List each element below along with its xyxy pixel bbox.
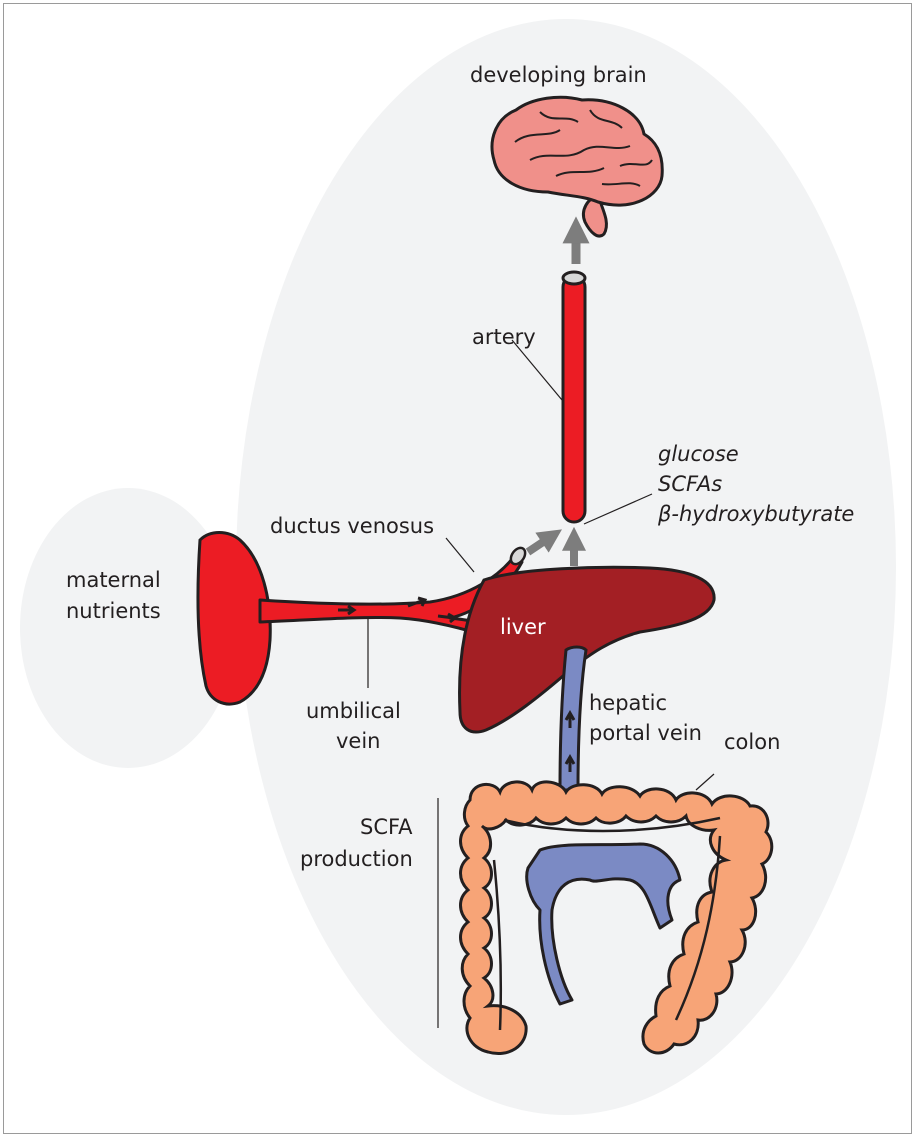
label-portal-vein: portal vein <box>589 721 702 745</box>
label-colon: colon <box>724 730 780 754</box>
label-production: production <box>300 847 413 871</box>
label-umbilical: umbilical <box>306 699 401 723</box>
label-scfas: SCFAs <box>658 472 722 496</box>
label-glucose: glucose <box>658 442 739 466</box>
label-developing-brain: developing brain <box>470 63 647 87</box>
label-ductus-venosus: ductus venosus <box>270 514 434 538</box>
label-vein: vein <box>336 729 381 753</box>
label-beta-hydroxybutyrate: β-hydroxybutyrate <box>657 502 854 526</box>
label-hepatic: hepatic <box>589 691 667 715</box>
artery-vessel <box>563 272 585 522</box>
label-artery: artery <box>472 325 536 349</box>
label-nutrients: nutrients <box>66 599 161 623</box>
label-liver: liver <box>500 615 546 639</box>
label-maternal: maternal <box>66 568 161 592</box>
label-scfa: SCFA <box>360 815 413 839</box>
